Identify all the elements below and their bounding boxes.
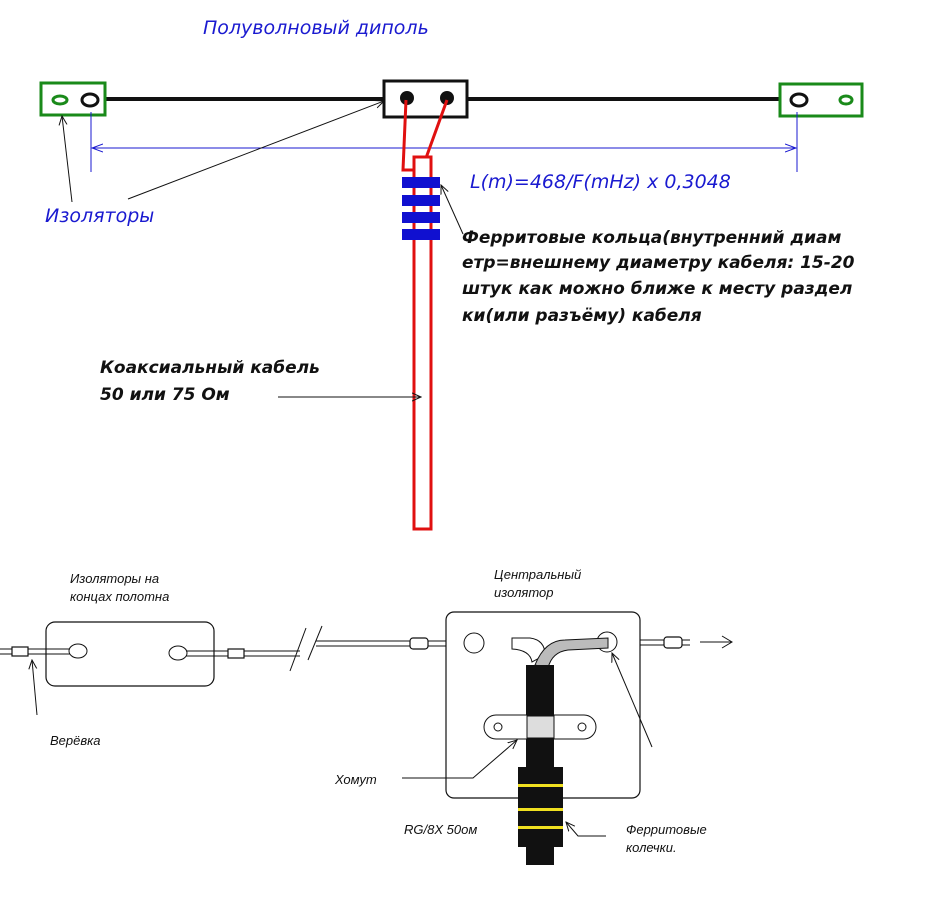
pointer-arrow xyxy=(566,822,606,837)
svg-text:штук как можно ближе к месту р: штук как можно ближе к месту раздел xyxy=(462,279,852,299)
svg-text:колечки.: колечки. xyxy=(626,840,677,855)
coax-feedline xyxy=(401,99,449,531)
wire-left xyxy=(0,625,733,672)
pointer-arrow xyxy=(441,185,464,235)
dimension-line xyxy=(90,112,798,172)
cable-label: RG/8X 50ом xyxy=(404,822,477,837)
end-insulators-label: Изоляторы на концах полотна xyxy=(70,571,169,604)
ferrite-rings xyxy=(402,177,440,240)
center-insulator-label: Центральный изолятор xyxy=(494,567,581,600)
end-insulator xyxy=(45,621,215,687)
pointer-arrow xyxy=(32,660,38,716)
ferrite-note: Ферритовые кольца(внутренний диам етр=вн… xyxy=(462,228,855,326)
ferrite-beads-label: Ферритовые колечки. xyxy=(626,822,707,855)
rope-label: Верёвка xyxy=(50,733,101,748)
pointer-arrow xyxy=(127,101,384,200)
svg-text:Ферритовые: Ферритовые xyxy=(626,822,707,837)
svg-text:изолятор: изолятор xyxy=(494,585,554,600)
pointer-arrow xyxy=(62,116,73,203)
svg-text:концах полотна: концах полотна xyxy=(70,589,169,604)
center-insulator xyxy=(382,79,469,119)
svg-text:ки(или разъёму) кабеля: ки(или разъёму) кабеля xyxy=(462,306,702,326)
pointer-arrow xyxy=(402,740,517,779)
left-insulator xyxy=(39,81,107,117)
insulators-label: Изоляторы xyxy=(45,205,154,227)
length-formula: L(m)=468/F(mHz) x 0,3048 xyxy=(470,171,731,193)
svg-text:Центральный: Центральный xyxy=(494,567,581,582)
right-insulator xyxy=(778,82,864,118)
svg-text:Изоляторы на: Изоляторы на xyxy=(70,571,159,586)
center-insulator-plate xyxy=(445,611,641,865)
svg-text:етр=внешнему диаметру кабеля:: етр=внешнему диаметру кабеля: 15-20 xyxy=(462,253,855,273)
svg-text:Ферритовые кольца(внутренний д: Ферритовые кольца(внутренний диам xyxy=(462,228,841,248)
pointer-arrow xyxy=(612,653,653,748)
svg-text:50 или 75 Ом: 50 или 75 Ом xyxy=(100,385,230,405)
clamp-label: Хомут xyxy=(334,772,377,787)
diagram-title: Полуволновый диполь xyxy=(203,17,429,39)
coax-note: Коаксиальный кабель 50 или 75 Ом xyxy=(100,358,320,405)
svg-text:Коаксиальный кабель: Коаксиальный кабель xyxy=(100,358,320,378)
